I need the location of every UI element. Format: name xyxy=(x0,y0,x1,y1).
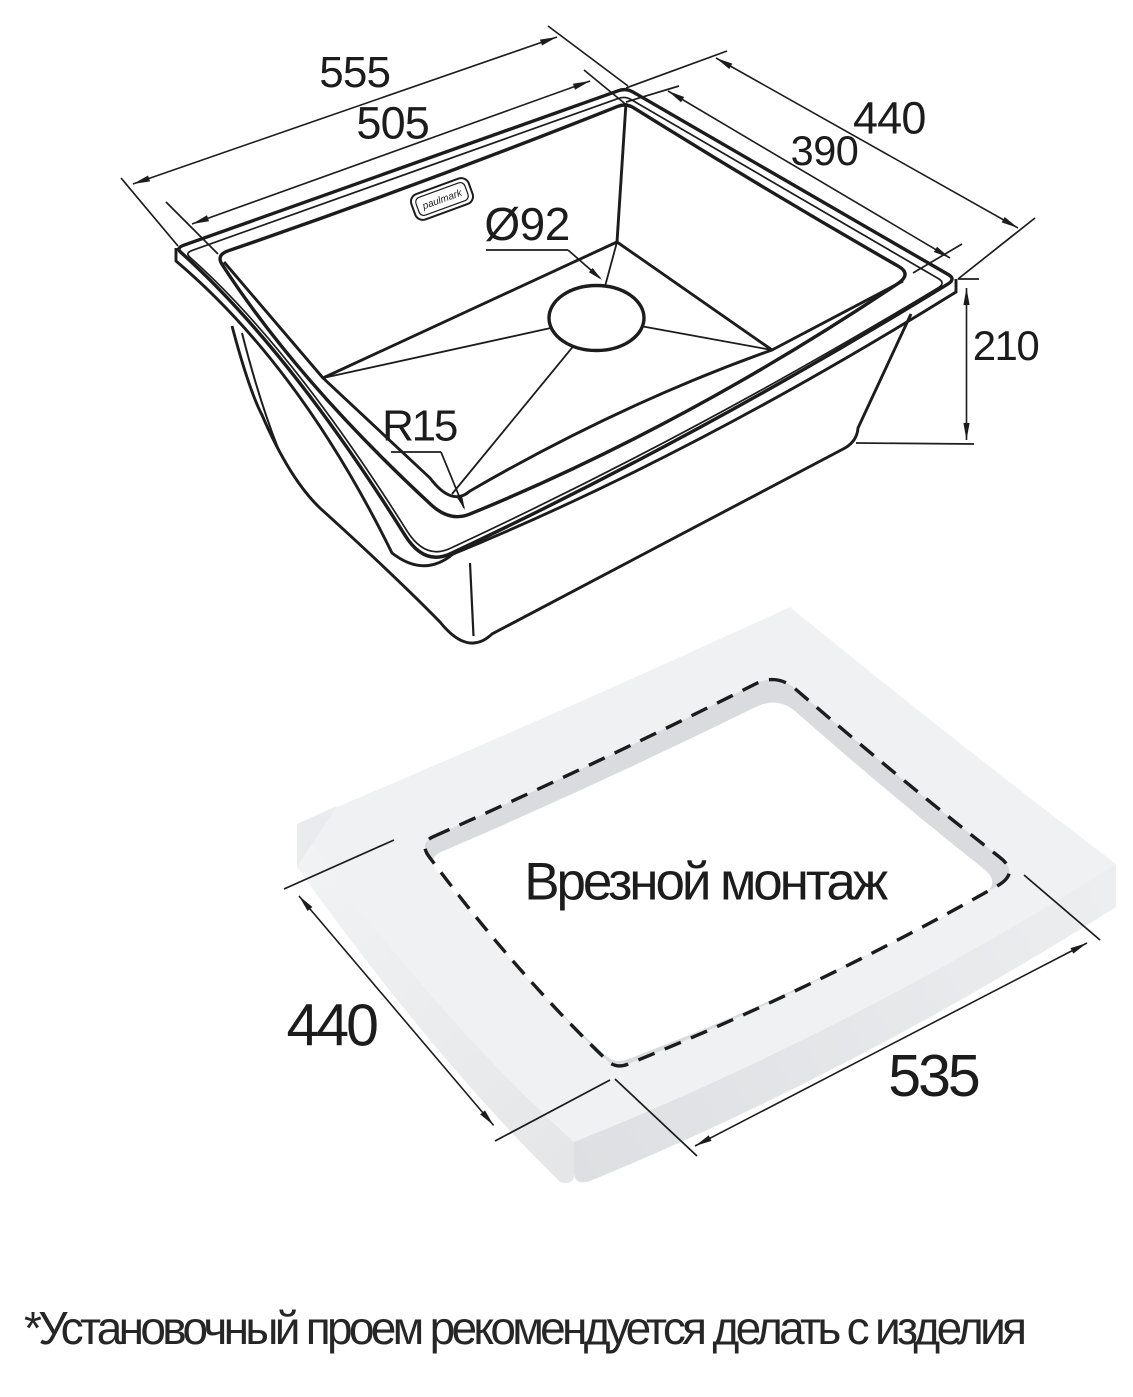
svg-text:R15: R15 xyxy=(382,402,457,451)
svg-text:210: 210 xyxy=(973,322,1039,369)
svg-text:Врезной монтаж: Врезной монтаж xyxy=(524,853,889,912)
svg-text:440: 440 xyxy=(286,993,377,1059)
svg-text:*Установочный проем рекомендуе: *Установочный проем рекомендуется делать… xyxy=(24,1302,1024,1354)
svg-text:Ø92: Ø92 xyxy=(484,198,569,250)
svg-text:390: 390 xyxy=(791,127,859,174)
svg-text:535: 535 xyxy=(888,1043,979,1109)
svg-text:505: 505 xyxy=(356,98,429,149)
svg-text:440: 440 xyxy=(853,93,926,144)
svg-text:555: 555 xyxy=(319,48,390,97)
